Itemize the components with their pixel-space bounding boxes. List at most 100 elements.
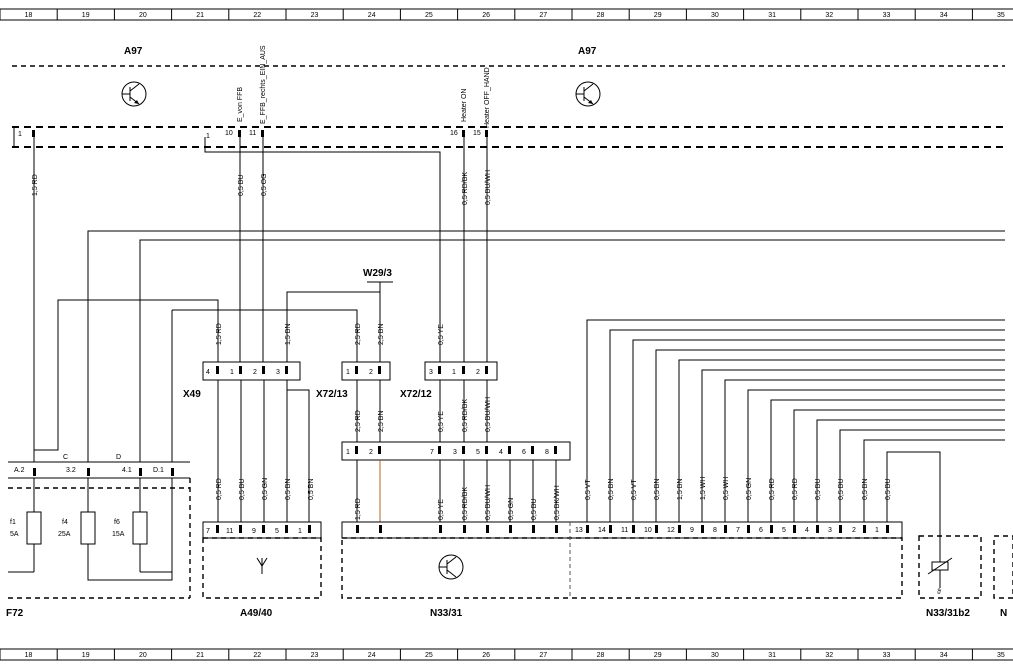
wire-label: 1,5 RD [32, 174, 39, 196]
svg-text:3.2: 3.2 [66, 467, 76, 474]
signal-heater-on: Heater ON [461, 89, 468, 122]
ruler-label: 21 [196, 652, 204, 659]
svg-text:f6: f6 [114, 519, 120, 526]
svg-text:4: 4 [499, 449, 503, 456]
fuse-block-f72: A.2 C 3.2 D 4.1 D.1 f1 5A f4 25A f6 15A [8, 454, 191, 599]
wire-label: 0,5 RD [792, 478, 799, 500]
wire-label: 0,5 BU [885, 479, 892, 500]
wire-label: 2,5 BN [378, 324, 385, 345]
n33-pin [586, 525, 589, 533]
wire-label: 0,5 VT [585, 479, 592, 500]
n33-pin-number: 1 [875, 527, 879, 534]
wire-label: 0,5 YE [438, 499, 445, 520]
wire [770, 399, 1005, 522]
ruler-label: 31 [768, 12, 776, 19]
svg-text:6: 6 [522, 449, 526, 456]
svg-text:1: 1 [452, 369, 456, 376]
ruler-label: 35 [997, 652, 1005, 659]
wire-label: 0,5 RD/BK [462, 487, 469, 520]
wire-label: 1,5 RD [355, 498, 362, 520]
wire-label: 1,5 BN [285, 324, 292, 345]
n33-pin [701, 525, 704, 533]
svg-text:5: 5 [275, 528, 279, 535]
ruler-label: 30 [711, 652, 719, 659]
svg-text:2: 2 [369, 369, 373, 376]
wire [632, 339, 1005, 522]
top-pin-11: 11 [249, 130, 256, 137]
wire-label: 0,5 BN [862, 479, 869, 500]
transistor-icon [121, 81, 147, 107]
wire-label: 0,5 YE [438, 411, 445, 432]
signal-heater-off: Heater OFF_HAND [484, 67, 491, 128]
ruler-label: 34 [940, 652, 948, 659]
wire [678, 359, 1005, 522]
wire-label: 0,5 RD [216, 478, 223, 500]
n33-pin-number: 6 [759, 527, 763, 534]
a49-40-label: A49/40 [240, 608, 273, 619]
n33-pin-number: 7 [736, 527, 740, 534]
ruler-label: 29 [654, 12, 662, 19]
svg-text:15A: 15A [112, 531, 125, 538]
n33-pin-number: 14 [598, 527, 606, 534]
svg-text:4.1: 4.1 [122, 467, 132, 474]
connector-n33-upper: 1 2 7 3 5 4 6 8 [341, 441, 571, 461]
wire-label: 1,5 BN [677, 479, 684, 500]
n33-pin [863, 525, 866, 533]
n33-pin-number: 8 [713, 527, 717, 534]
ruler-label: 28 [597, 12, 605, 19]
wire-label: 2,5 RD [355, 410, 362, 432]
ruler-label: 31 [768, 652, 776, 659]
wire-label: 0,5 RD [769, 478, 776, 500]
n33-pin-number: 12 [667, 527, 675, 534]
ruler-label: 22 [253, 652, 261, 659]
wire [586, 319, 1005, 522]
wire-label: 0,5 RD/BK [462, 399, 469, 432]
wire-label: 0,5 BN [608, 479, 615, 500]
n33-31b2-label: N33/31b2 [926, 608, 970, 619]
ruler-label: 28 [597, 652, 605, 659]
x72-12-label: X72/12 [400, 389, 432, 400]
svg-text:D.1: D.1 [153, 467, 164, 474]
svg-text:2: 2 [476, 369, 480, 376]
wire-group-mid [217, 380, 488, 522]
wire-label: 0,5 BU [815, 479, 822, 500]
n33-pin-number: 4 [805, 527, 809, 534]
ruler-label: 23 [311, 12, 319, 19]
ruler-label: 33 [883, 12, 891, 19]
svg-text:f4: f4 [62, 519, 68, 526]
ruler-label: 22 [253, 12, 261, 19]
ruler-label: 34 [940, 12, 948, 19]
n33-pin [439, 525, 442, 533]
wire-group-top [33, 137, 488, 462]
n33-pin-number: 5 [782, 527, 786, 534]
n33-pin [609, 525, 612, 533]
svg-text:D: D [116, 454, 121, 461]
ruler-label: 30 [711, 12, 719, 19]
transistor-icon [575, 81, 601, 107]
n33-pin [509, 525, 512, 533]
svg-text:3: 3 [429, 369, 433, 376]
svg-text:1: 1 [346, 449, 350, 456]
connector-x49: 4 1 2 3 [202, 361, 301, 381]
ruler-label: 26 [482, 652, 490, 659]
svg-text:11: 11 [226, 528, 233, 535]
wire-label: 2,5 RD [355, 323, 362, 345]
svg-text:25A: 25A [58, 531, 71, 538]
transistor-icon [438, 554, 464, 580]
signal-e-ffb-rechts: E_FFB_rechts_EIN_AUS [260, 45, 267, 124]
svg-text:3: 3 [276, 369, 280, 376]
ruler-label: 23 [311, 652, 319, 659]
svg-text:3: 3 [453, 449, 457, 456]
svg-text:7: 7 [206, 528, 210, 535]
wire-label: 0,5 BU [238, 175, 245, 196]
svg-text:9: 9 [252, 528, 256, 535]
svg-text:8: 8 [545, 449, 549, 456]
wire-label: 0,5 RD/BK [462, 172, 469, 205]
wire-label: 0,5 WH [723, 477, 730, 500]
wire-label: 0,5 GN [262, 478, 269, 500]
wire [701, 369, 1005, 522]
ruler-label: 19 [82, 652, 90, 659]
ruler-label: 18 [25, 652, 33, 659]
